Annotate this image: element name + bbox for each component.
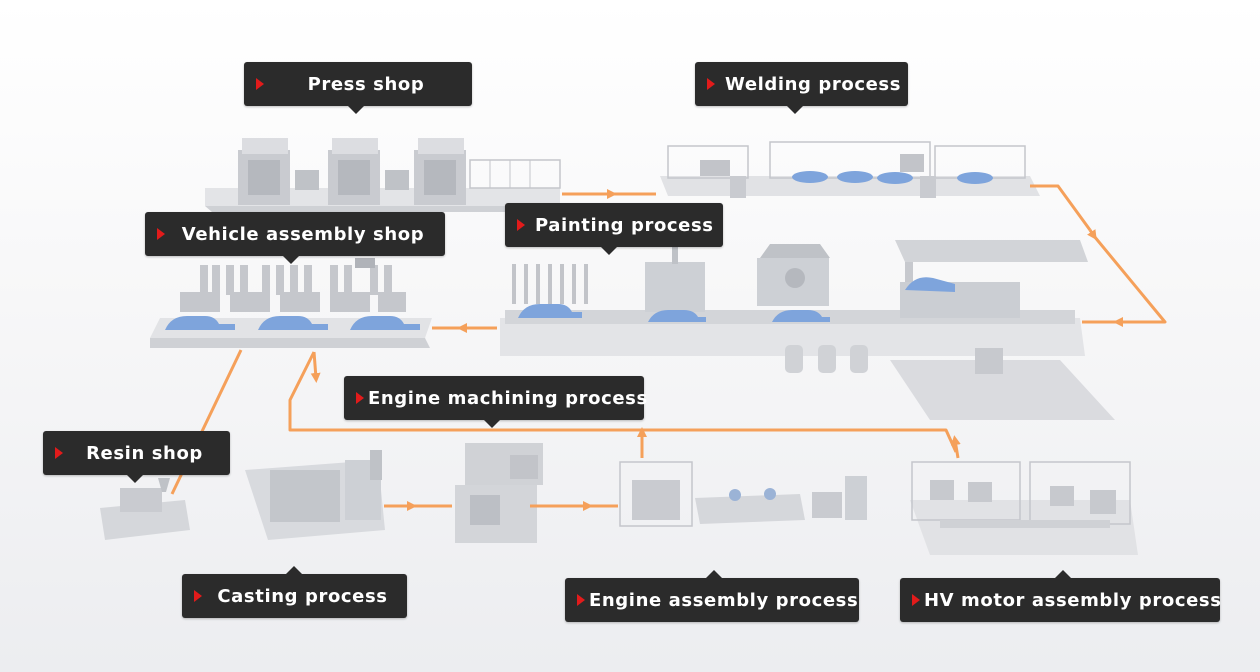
label-vehicle-assembly-shop: Vehicle assembly shop: [145, 212, 445, 264]
press-shop-machinery: [205, 138, 561, 212]
arrow-icon: [1030, 184, 1092, 231]
casting-process-text: Casting process: [217, 585, 388, 607]
label-engine-machining-process: Engine machining process: [344, 376, 647, 428]
hv-motor-assembly-machinery: [910, 461, 1138, 555]
painting-line-machinery: [500, 238, 1115, 420]
arrow-icon: [950, 435, 961, 459]
chevron-right-icon: [356, 392, 364, 404]
hv-motor-assembly-process-text: HV motor assembly process: [924, 589, 1222, 611]
welding-process-text: Welding process: [725, 73, 902, 95]
chevron-right-icon: [912, 594, 920, 606]
label-hv-motor-assembly-process: HV motor assembly process: [900, 570, 1222, 622]
label-casting-process: Casting process: [182, 566, 407, 618]
label-pointer: [1055, 570, 1071, 578]
arrow-icon: [1087, 229, 1097, 241]
casting-machinery: [245, 450, 385, 540]
engine-assembly-machinery: [619, 461, 867, 527]
engine-assembly-process-text: Engine assembly process: [589, 589, 859, 611]
label-pointer: [348, 106, 364, 114]
label-welding-process: Welding process: [695, 62, 908, 114]
chevron-right-icon: [55, 447, 63, 459]
arrow-icon: [1092, 235, 1167, 324]
chevron-right-icon: [577, 594, 585, 606]
label-pointer: [127, 475, 143, 483]
engine-machining-machinery: [455, 443, 543, 543]
vehicle-assembly-shop-text: Vehicle assembly shop: [181, 223, 425, 245]
label-press-shop: Press shop: [244, 62, 472, 114]
arrow-icon: [288, 351, 958, 453]
engine-machining-process-text: Engine machining process: [368, 387, 648, 409]
welding-line-machinery: [660, 141, 1040, 198]
chevron-right-icon: [256, 78, 264, 90]
label-pointer: [484, 420, 500, 428]
press-shop-text: Press shop: [307, 73, 425, 95]
painting-process-text: Painting process: [535, 214, 714, 236]
label-resin-shop: Resin shop: [43, 431, 230, 483]
label-pointer: [787, 106, 803, 114]
label-pointer: [706, 570, 722, 578]
vehicle-assembly-machinery: [150, 258, 432, 348]
chevron-right-icon: [517, 219, 525, 231]
chevron-right-icon: [707, 78, 715, 90]
chevron-right-icon: [157, 228, 165, 240]
label-pointer: [283, 256, 299, 264]
resin-shop-text: Resin shop: [86, 442, 203, 464]
label-pointer: [601, 247, 617, 255]
arrow-icon: [310, 351, 321, 383]
label-pointer: [286, 566, 302, 574]
label-engine-assembly-process: Engine assembly process: [565, 570, 859, 622]
chevron-right-icon: [194, 590, 202, 602]
resin-shop-machinery: [100, 478, 190, 540]
label-painting-process: Painting process: [505, 203, 723, 255]
